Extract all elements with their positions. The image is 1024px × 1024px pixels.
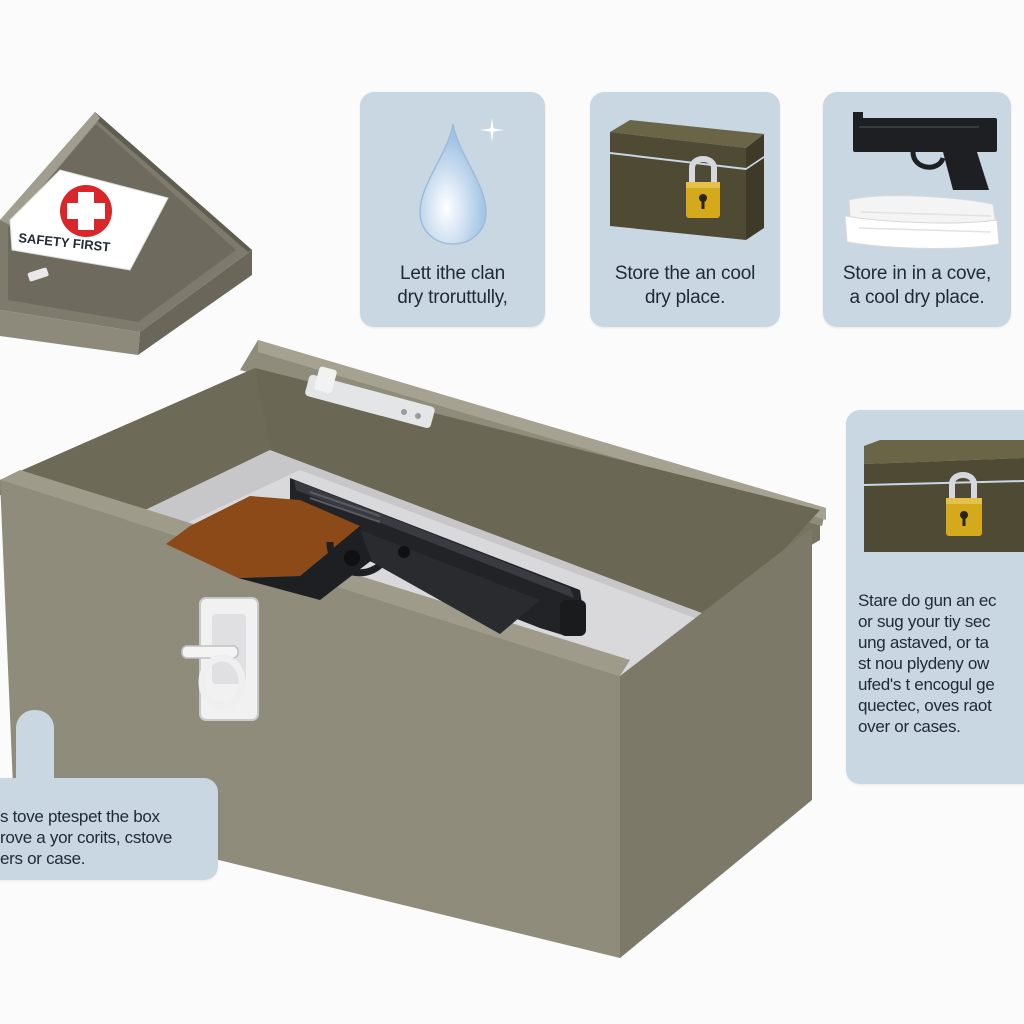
tip-card-cool-dry: Store the an cool dry place. (590, 92, 780, 327)
cloth-icon (844, 195, 1000, 249)
padlock-icon (946, 472, 982, 536)
tip-card-dry: Lett ithe clan dry troruttully, (360, 92, 545, 327)
padlock-icon (686, 156, 720, 218)
pistol (166, 478, 586, 636)
water-drop-icon (419, 123, 487, 245)
first-aid-card: SAFETY FIRST (9, 169, 169, 271)
storage-box (0, 340, 826, 958)
tip-text-left: s tove ptespet the box rove a yor corits… (0, 807, 173, 868)
sparkle-icon (480, 118, 504, 142)
locked-chest-icon (864, 440, 1024, 552)
locked-chest-icon (610, 120, 764, 240)
tip-card-right: Stare do gun an ec or sug your tiy sec u… (846, 410, 1024, 784)
tip-text-right: Stare do gun an ec or sug your tiy sec u… (858, 591, 997, 736)
left-card-tab (16, 710, 54, 800)
first-aid-cross-icon (60, 185, 112, 237)
lid-hinge (305, 366, 435, 428)
tip-text-dry: Lett ithe clan dry troruttully, (397, 263, 508, 308)
tip-text-cool-dry: Store the an cool dry place. (614, 263, 756, 308)
tip-text-cove: Store in in a cove, a cool dry place. (842, 263, 992, 308)
pistol-icon (853, 112, 997, 190)
tip-card-cove: Store in in a cove, a cool dry place. (823, 92, 1011, 327)
first-aid-tray: SAFETY FIRST (0, 112, 252, 355)
box-latch (181, 597, 259, 721)
